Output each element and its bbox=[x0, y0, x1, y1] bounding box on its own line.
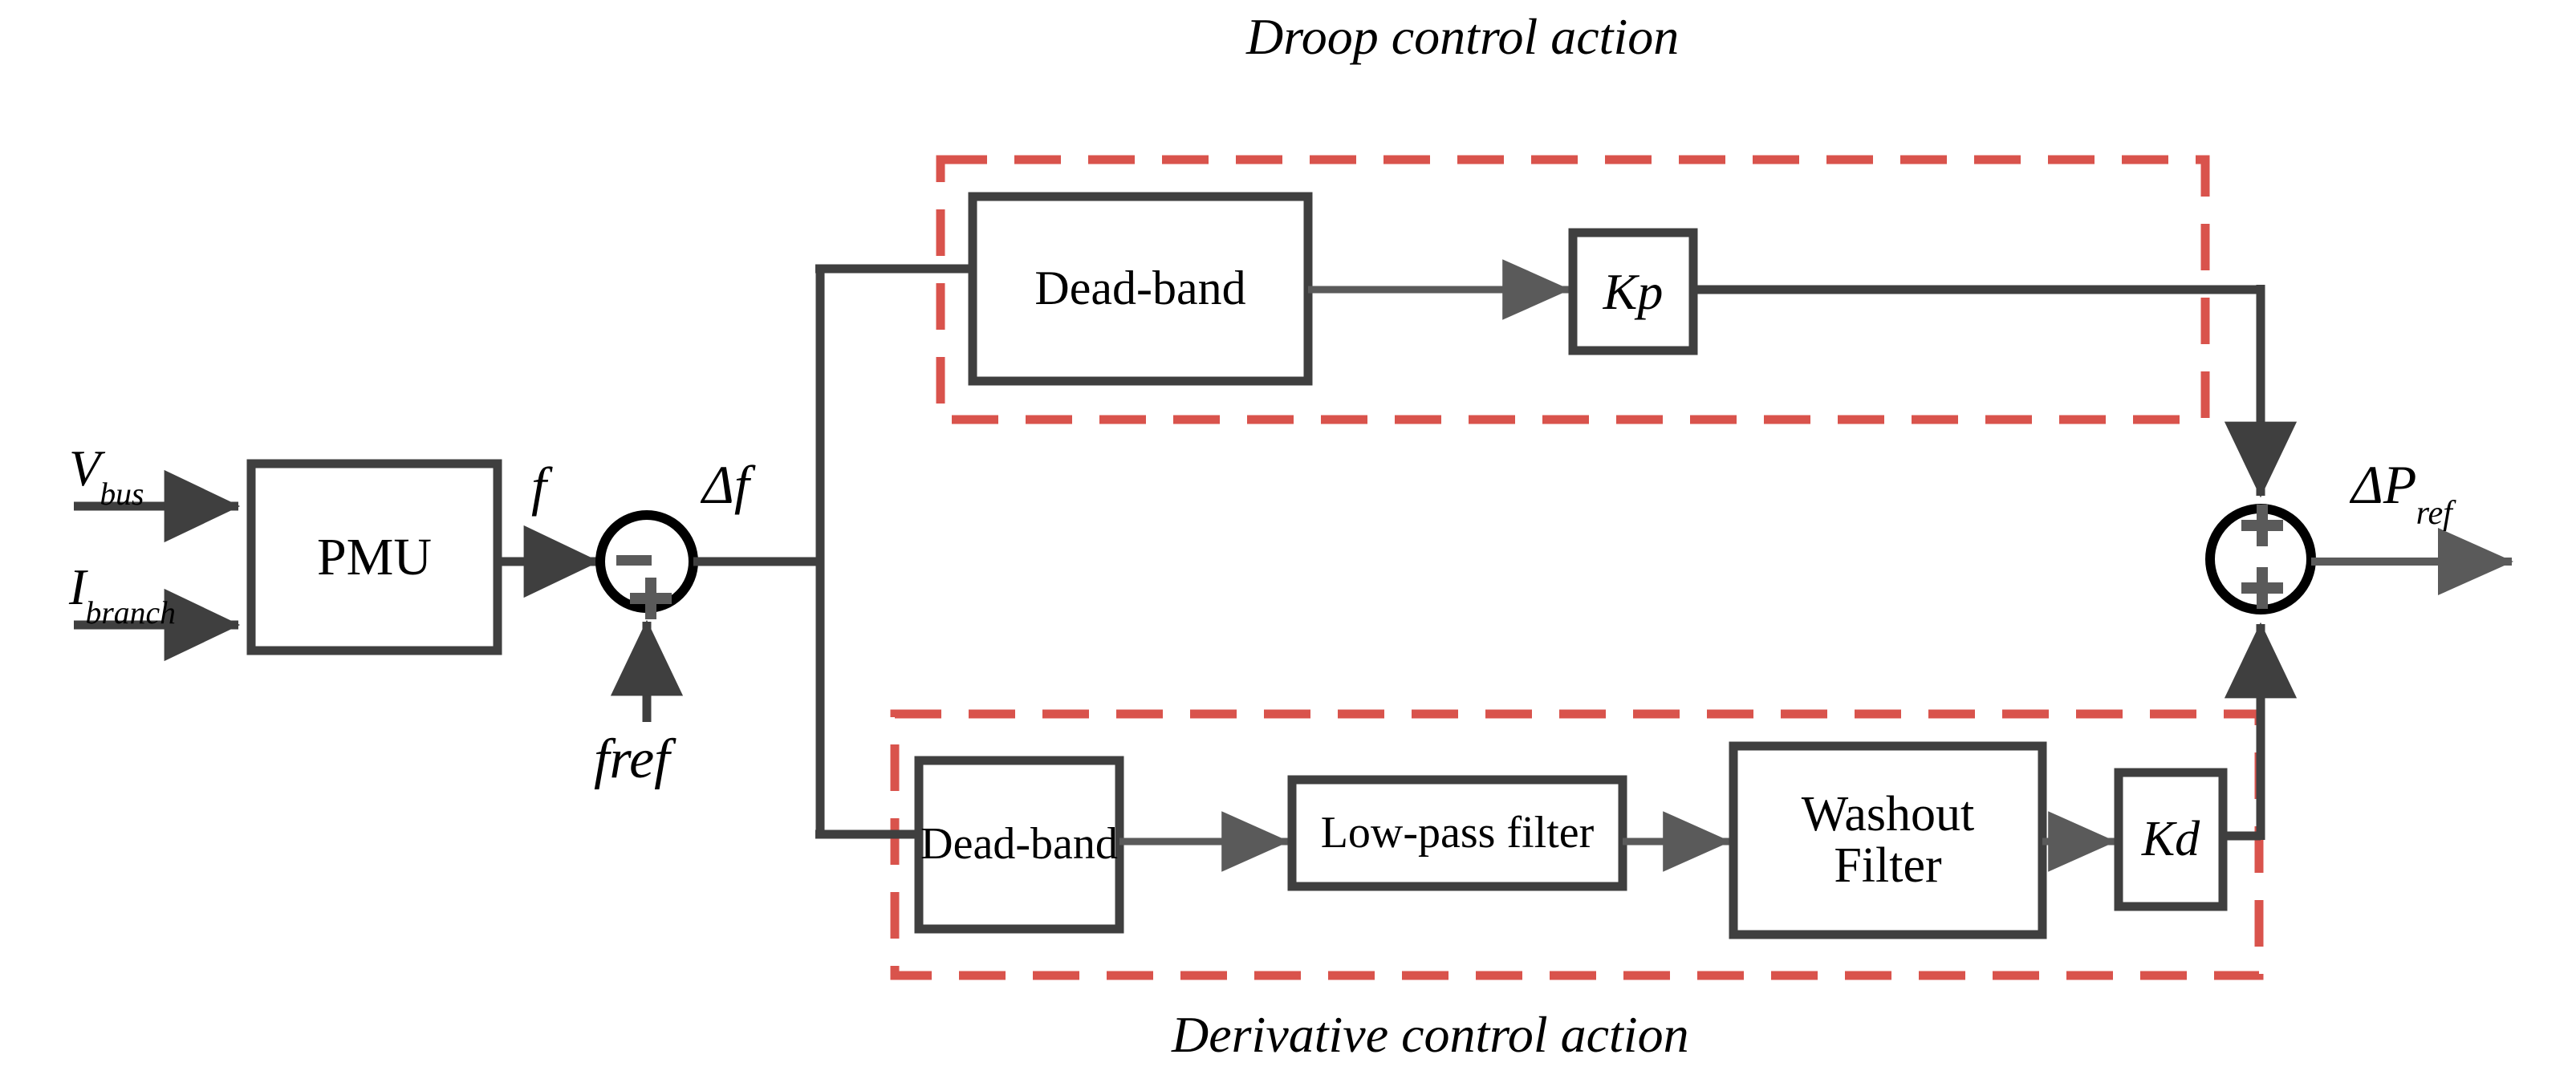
v-bus-base: V bbox=[69, 440, 101, 497]
input-sum-minus-sign bbox=[616, 555, 652, 566]
delta-f-signal-label: Δf bbox=[702, 454, 750, 515]
droop-deadband-label: Dead-band bbox=[1034, 262, 1246, 315]
droop-control-action-caption: Droop control action bbox=[1246, 8, 1680, 65]
v-bus-label: Vbus bbox=[69, 440, 144, 510]
fref-signal-label: fref bbox=[594, 728, 670, 790]
droop-gain-kp-label: Kp bbox=[1603, 262, 1664, 320]
droop-gain-kp-block bbox=[1568, 228, 1698, 355]
f-signal-label: f bbox=[531, 456, 546, 517]
v-bus-subscript: bus bbox=[100, 477, 144, 513]
input-sum-plus-sign-v bbox=[645, 578, 656, 619]
derivative-deadband-label: Dead-band bbox=[920, 819, 1118, 870]
delta-p-ref-subscript: ref bbox=[2416, 493, 2452, 532]
derivative-washout-label: Washout Filter bbox=[1801, 787, 1975, 893]
derivative-washout-block bbox=[1729, 741, 2047, 939]
pmu-block bbox=[246, 459, 502, 655]
output-sum-plus-bottom-v bbox=[2257, 567, 2268, 609]
derivative-lowpass-block bbox=[1287, 775, 1627, 891]
i-branch-base: I bbox=[69, 558, 87, 615]
derivative-control-action-caption: Derivative control action bbox=[1172, 1006, 1689, 1063]
output-sum-plus-top-v bbox=[2257, 505, 2268, 546]
droop-region-dashed-box bbox=[936, 155, 2210, 424]
i-branch-label: Ibranch bbox=[69, 562, 177, 629]
delta-p-ref-base: ΔP bbox=[2351, 454, 2417, 515]
pmu-block-label: PMU bbox=[316, 527, 433, 586]
delta-p-ref-label: ΔPref bbox=[2351, 454, 2453, 529]
i-branch-subscript: branch bbox=[85, 595, 176, 631]
derivative-region-dashed-box bbox=[890, 709, 2264, 980]
derivative-gain-kd-label: Kd bbox=[2141, 811, 2200, 866]
derivative-lowpass-label: Low-pass filter bbox=[1320, 807, 1595, 858]
